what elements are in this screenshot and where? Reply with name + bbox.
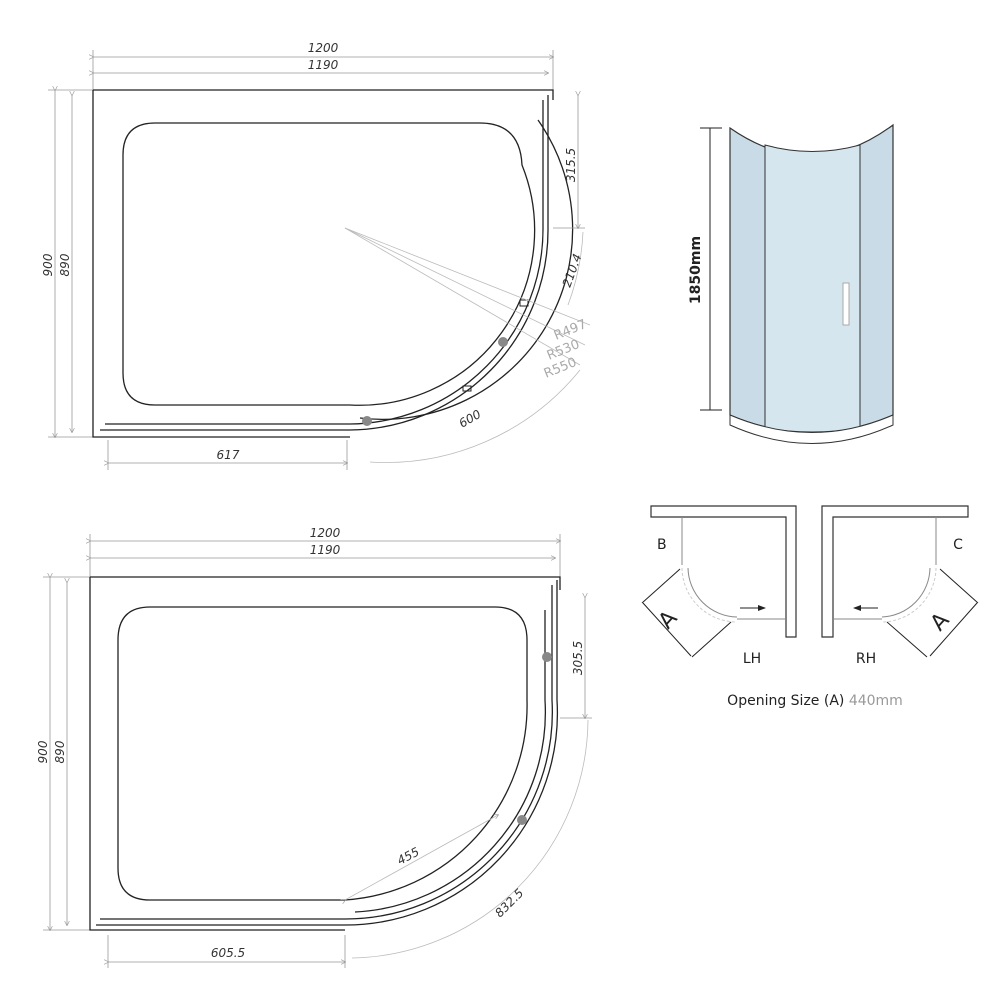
top-plan-drawing: 1200 1190 900 890 R497 R530 R550 315.5 2…: [41, 41, 591, 470]
shower-tray: [122, 122, 536, 406]
depth-outer-label: 900: [41, 253, 55, 276]
shower-tray: [117, 606, 528, 901]
depth-inner-label: 890: [58, 253, 72, 276]
wall-outline: [89, 576, 561, 931]
door-handle: [842, 282, 850, 326]
enclosure-outline: [100, 95, 549, 431]
shower-tray-base: [729, 414, 894, 444]
wall-outline: [92, 89, 554, 438]
opening-label: 455: [395, 845, 422, 868]
roller-icon: [517, 815, 527, 825]
height-label: 1850mm: [688, 236, 704, 304]
enclosure-elevation: 1850mm: [688, 123, 894, 444]
depth-outer-label: 900: [36, 740, 50, 763]
side-panel-label: 305.5: [571, 641, 585, 675]
depth-inner-label: 890: [53, 740, 67, 763]
rh-wall: [821, 505, 969, 638]
handing-diagram: B A LH C A RH Opening Size (A) 440mm: [641, 505, 979, 709]
rh-label: RH: [856, 651, 876, 667]
lh-wall: [650, 505, 797, 638]
arc-segment-label: 210.4: [560, 252, 585, 289]
bottom-plan-drawing: 1200 1190 900 890 455 305.5 832.5 605.5: [36, 526, 592, 968]
width-outer-label: 1200: [308, 41, 339, 55]
corner-c-label: C: [953, 537, 963, 553]
roller-icon: [362, 416, 372, 426]
return-width-label: 617: [217, 448, 240, 462]
enclosure-outline: [96, 580, 559, 926]
corner-b-label: B: [657, 537, 667, 553]
side-panel-label: 315.5: [564, 148, 578, 182]
opening-marker-rh: A: [926, 608, 955, 636]
width-outer-label: 1200: [310, 526, 341, 540]
opening-size-label: Opening Size (A): [727, 693, 844, 709]
opening-size-value: 440mm: [849, 693, 903, 709]
opening-marker-lh: A: [654, 606, 683, 634]
width-inner-label: 1190: [308, 58, 339, 72]
return-width-label: 605.5: [211, 946, 245, 960]
width-inner-label: 1190: [310, 543, 341, 557]
opening-size-caption: Opening Size (A) 440mm: [727, 693, 903, 709]
door-arc-label: 600: [457, 407, 484, 431]
roller-icon: [542, 652, 552, 662]
lh-label: LH: [743, 651, 761, 667]
roller-icon: [498, 337, 508, 347]
door-arc-label: 832.5: [492, 886, 526, 920]
